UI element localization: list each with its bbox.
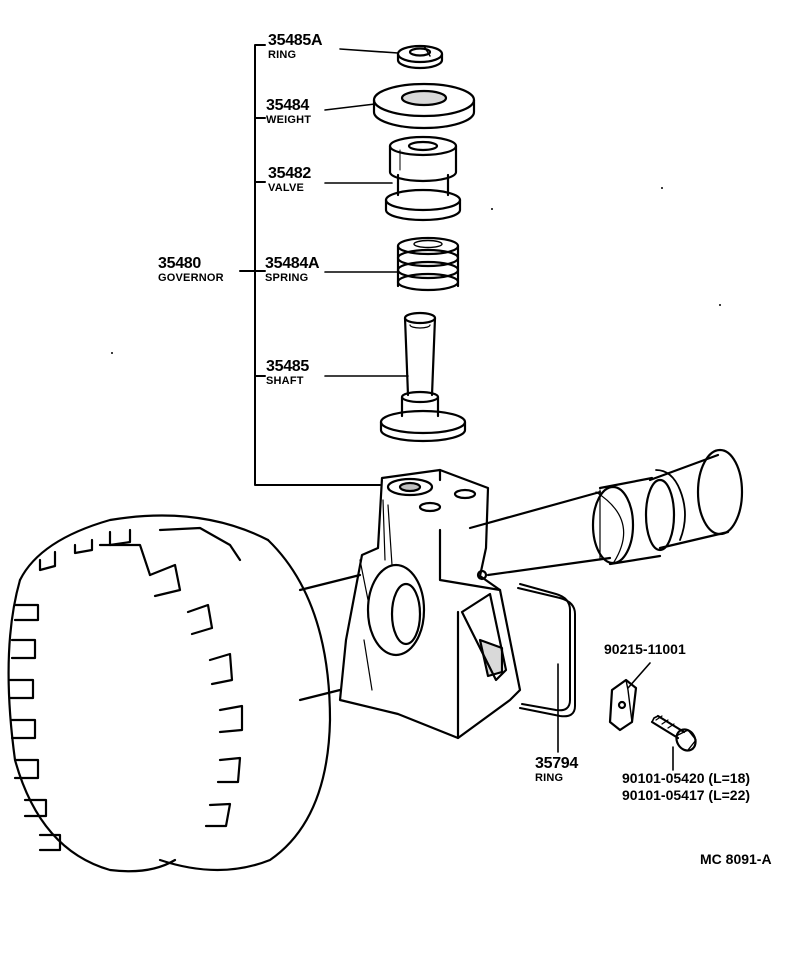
part-name: RING — [268, 49, 297, 61]
callout-weight-35484: 35484 WEIGHT — [266, 98, 311, 126]
part-number: 35484 — [266, 97, 309, 114]
bolt-part — [650, 714, 697, 752]
callout-governor-35480: 35480 GOVERNOR — [158, 256, 224, 284]
shaft-part — [379, 311, 467, 443]
callout-spring-35484a: 35484A SPRING — [265, 255, 320, 284]
part-number: 35485A — [268, 32, 323, 49]
part-number: 35794 — [535, 755, 578, 772]
part-name: SHAFT — [266, 375, 304, 387]
valve-part — [384, 135, 462, 222]
snap-ring-part — [396, 44, 444, 70]
output-shaft-part — [468, 448, 744, 577]
part-number: 35484A — [265, 255, 320, 272]
callout-bolt-90101-05420: 90101-05420 (L=18) — [622, 770, 751, 786]
part-number: 35482 — [268, 165, 311, 182]
wire-ring-part — [517, 583, 576, 718]
callout-bolt-90101-05417: 90101-05417 (L=22) — [622, 787, 751, 803]
governor-bracket — [239, 44, 381, 486]
part-name: WEIGHT — [266, 114, 312, 126]
part-name: RING — [535, 772, 564, 784]
spring-part — [396, 236, 460, 292]
diagram-code: MC 8091-A — [700, 851, 772, 867]
callout-shaft-35485: 35485 SHAFT — [266, 359, 309, 387]
callout-ring-35794: 35794 RING — [535, 756, 578, 784]
part-number: 35485 — [266, 358, 309, 375]
weight-part — [372, 82, 476, 130]
callout-ring-35485a: 35485A RING — [268, 32, 323, 61]
lock-clip-part — [608, 678, 638, 732]
part-name: SPRING — [265, 272, 309, 284]
transmission-drum-part — [7, 514, 362, 873]
scan-specks — [111, 187, 721, 354]
governor-body-part — [338, 468, 522, 740]
callout-clip-90215-11001: 90215-11001 — [604, 641, 686, 657]
part-name: VALVE — [268, 182, 305, 194]
callout-valve-35482: 35482 VALVE — [268, 166, 311, 194]
part-name: GOVERNOR — [158, 272, 224, 284]
part-number: 35480 — [158, 255, 201, 272]
